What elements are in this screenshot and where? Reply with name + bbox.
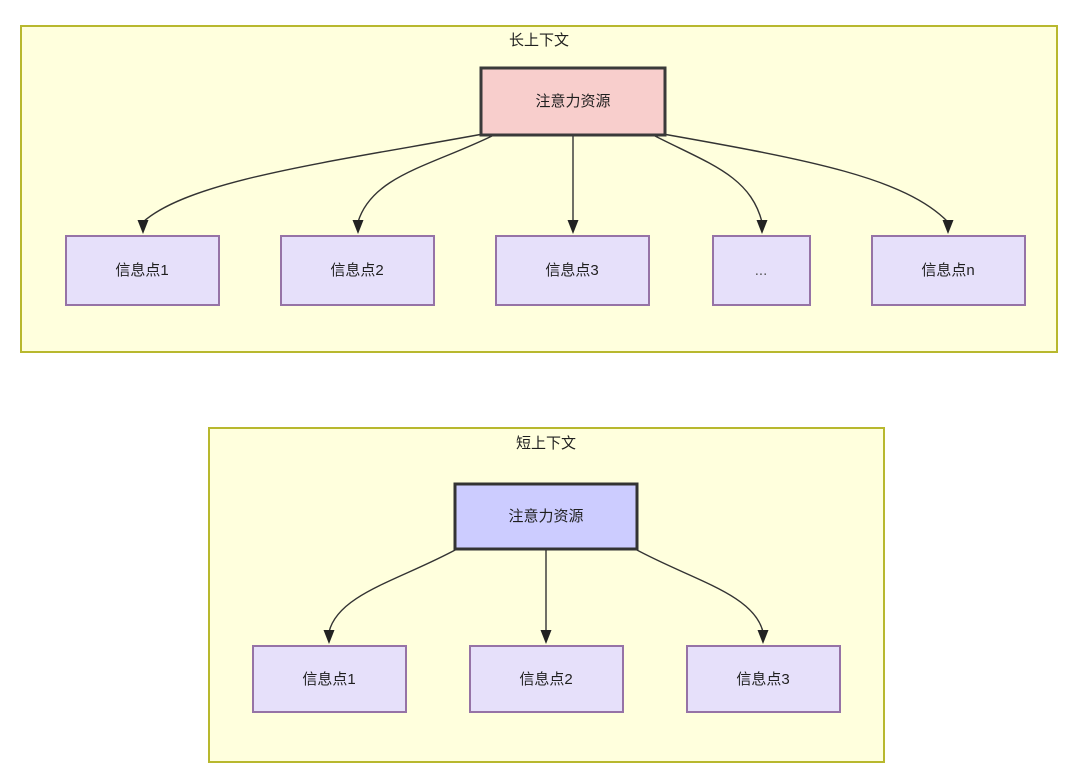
arrowhead-short-info-2 [540,630,552,644]
node-long-context-child-ellipsis-label: ... [755,262,768,279]
edge-short-root-to-info-1 [328,548,458,633]
arrowhead-info-3 [567,220,579,234]
node-long-context-child-n[interactable]: 信息点n [871,235,1026,306]
node-long-context-child-ellipsis-box [712,235,811,306]
panel-short-context[interactable]: 短上下文 注意力资源 信息点1 [208,427,885,763]
panel-long-context[interactable]: 长上下文 注意 [20,25,1058,353]
edge-root-to-info-2 [357,135,493,223]
node-long-context-child-3-label: 信息点3 [545,262,598,279]
node-short-context-child-2-label: 信息点2 [519,671,572,688]
node-short-context-child-3[interactable]: 信息点3 [686,645,841,713]
node-short-context-child-2-box [469,645,624,713]
node-long-context-child-n-label: 信息点n [921,262,974,279]
arrowhead-info-ellipsis [756,220,768,234]
node-long-context-root[interactable]: 注意力资源 [479,66,667,137]
node-long-context-root-box [479,66,667,137]
panel-short-context-title: 短上下文 [516,435,576,452]
arrowhead-short-info-3 [757,630,769,644]
node-long-context-root-label: 注意力资源 [535,92,610,110]
arrowhead-short-info-1 [323,630,335,644]
node-short-context-root-label: 注意力资源 [508,507,583,525]
edge-root-to-info-ellipsis [654,135,763,223]
node-short-context-child-2[interactable]: 信息点2 [469,645,624,713]
node-short-context-child-1-label: 信息点1 [302,671,355,688]
node-long-context-child-n-box [871,235,1026,306]
node-short-context-child-3-box [686,645,841,713]
node-long-context-child-1-label: 信息点1 [115,262,168,279]
edge-group-long-context [137,133,954,234]
node-long-context-child-2[interactable]: 信息点2 [280,235,435,306]
node-long-context-child-1[interactable]: 信息点1 [65,235,220,306]
node-short-context-root-box [453,482,639,551]
arrowhead-info-1 [137,220,149,234]
edge-root-to-info-n [662,133,949,223]
panel-long-context-title: 长上下文 [509,32,569,49]
node-short-context-child-1-box [252,645,407,713]
node-long-context-child-ellipsis[interactable]: ... [712,235,811,306]
node-short-context-child-3-label: 信息点3 [736,671,789,688]
node-short-context-child-1[interactable]: 信息点1 [252,645,407,713]
arrowhead-info-2 [352,220,364,234]
node-long-context-child-3[interactable]: 信息点3 [495,235,650,306]
node-long-context-child-2-box [280,235,435,306]
edge-root-to-info-1 [142,133,484,223]
node-short-context-root[interactable]: 注意力资源 [453,482,639,551]
node-long-context-child-2-label: 信息点2 [330,262,383,279]
edge-group-short-context [323,548,769,644]
edge-short-root-to-info-3 [634,548,764,633]
node-long-context-child-3-box [495,235,650,306]
arrowhead-info-n [942,220,954,234]
node-long-context-child-1-box [65,235,220,306]
